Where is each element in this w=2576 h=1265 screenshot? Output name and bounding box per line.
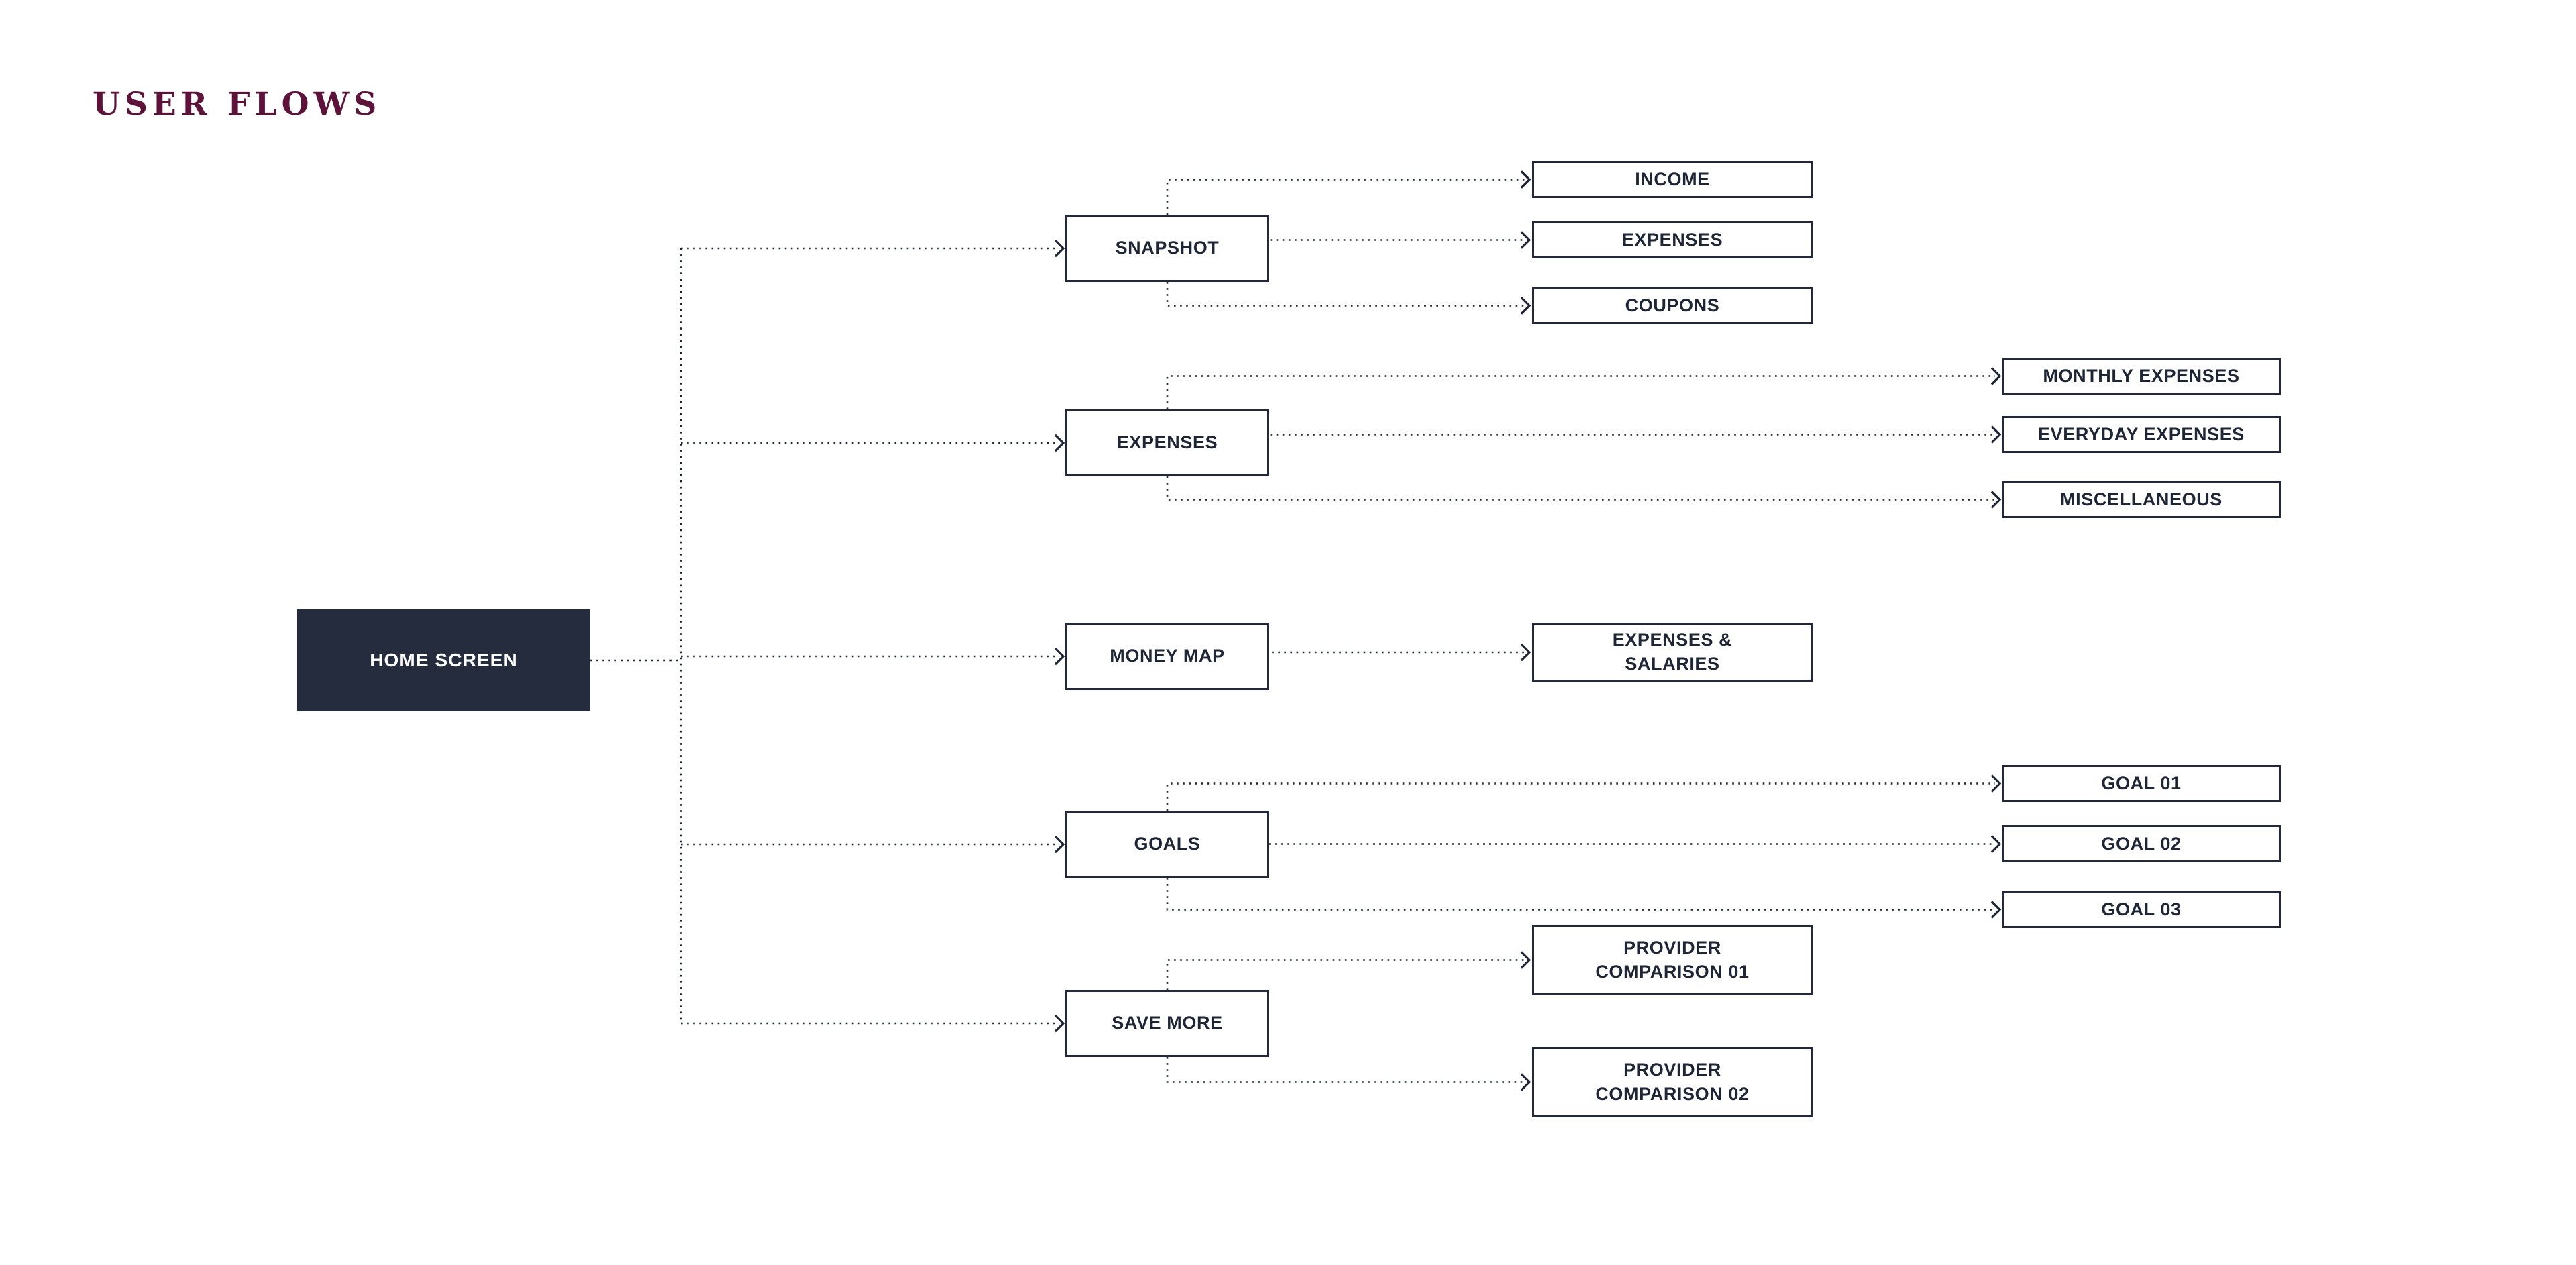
edge-snapshot-to-income xyxy=(1166,179,1525,215)
page-title: USER FLOWS xyxy=(93,86,382,123)
arrowhead-income xyxy=(1520,170,1532,189)
node-monthly-expenses[interactable]: MONTHLY EXPENSES xyxy=(2002,358,2281,395)
node-snapshot[interactable]: SNAPSHOT xyxy=(1065,215,1269,282)
arrowhead-miscellaneous xyxy=(1990,491,2002,509)
node-miscellaneous[interactable]: MISCELLANEOUS xyxy=(2002,481,2281,518)
arrowhead-coupons xyxy=(1520,297,1532,315)
node-goal-01[interactable]: GOAL 01 xyxy=(2002,765,2281,802)
node-save-more[interactable]: SAVE MORE xyxy=(1065,990,1269,1057)
node-goal-02[interactable]: GOAL 02 xyxy=(2002,825,2281,862)
node-expenses-sub[interactable]: EXPENSES xyxy=(1532,221,1813,258)
arrowhead-expenses-salaries xyxy=(1520,643,1532,662)
node-income[interactable]: INCOME xyxy=(1532,161,1813,198)
node-expenses-salaries[interactable]: EXPENSES &SALARIES xyxy=(1532,623,1813,682)
node-label: GOAL 01 xyxy=(2101,772,2182,793)
node-label: GOALS xyxy=(1134,833,1201,854)
node-label: GOAL 03 xyxy=(2101,899,2182,919)
arrowhead-provider-comparison-01 xyxy=(1520,951,1532,969)
arrowhead-save-more xyxy=(1054,1014,1065,1033)
edge-expenses-to-monthly-expenses xyxy=(1166,375,1995,409)
node-label: HOME SCREEN xyxy=(370,649,518,670)
node-label: EXPENSES xyxy=(1116,432,1218,453)
arrowhead-goals xyxy=(1054,835,1065,854)
node-label: MONEY MAP xyxy=(1110,646,1225,666)
node-everyday-expenses[interactable]: EVERYDAY EXPENSES xyxy=(2002,416,2281,453)
node-label: SNAPSHOT xyxy=(1115,238,1220,258)
node-label: GOAL 02 xyxy=(2101,833,2182,854)
node-label: COUPONS xyxy=(1625,295,1720,315)
node-label: EVERYDAY EXPENSES xyxy=(2038,423,2245,444)
arrowhead-provider-comparison-02 xyxy=(1520,1073,1532,1091)
node-goals[interactable]: GOALS xyxy=(1065,811,1269,878)
node-money-map[interactable]: MONEY MAP xyxy=(1065,623,1269,690)
node-home-screen[interactable]: HOME SCREEN xyxy=(297,609,590,711)
arrowhead-goal-01 xyxy=(1990,774,2002,793)
arrowhead-monthly-expenses xyxy=(1990,367,2002,385)
edge-goals-to-goal-01 xyxy=(1166,782,1995,811)
edge-snapshot-to-coupons xyxy=(1166,282,1525,307)
arrowhead-expenses xyxy=(1054,434,1065,452)
node-coupons[interactable]: COUPONS xyxy=(1532,287,1813,324)
edge-goals-to-goal-03 xyxy=(1166,878,1995,911)
arrowhead-everyday-expenses xyxy=(1990,425,2002,444)
node-expenses[interactable]: EXPENSES xyxy=(1065,409,1269,476)
arrowhead-snapshot xyxy=(1054,239,1065,258)
edge-save-more-to-provider-comparison-02 xyxy=(1166,1057,1525,1083)
node-label: EXPENSES &SALARIES xyxy=(1612,629,1733,674)
node-label: SAVE MORE xyxy=(1112,1013,1223,1033)
arrowhead-expenses-sub xyxy=(1520,231,1532,249)
arrowhead-goal-03 xyxy=(1990,901,2002,919)
arrowhead-goal-02 xyxy=(1990,835,2002,853)
node-label: EXPENSES xyxy=(1621,229,1723,250)
node-label: MONTHLY EXPENSES xyxy=(2043,365,2240,386)
edge-save-more-to-provider-comparison-01 xyxy=(1166,959,1525,990)
edge-expenses-to-everyday-expenses xyxy=(1166,409,1995,436)
node-label: INCOME xyxy=(1635,168,1710,189)
edge-expenses-to-miscellaneous xyxy=(1166,476,1995,501)
arrowhead-money-map xyxy=(1054,647,1065,666)
node-goal-03[interactable]: GOAL 03 xyxy=(2002,891,2281,928)
node-label: MISCELLANEOUS xyxy=(2060,489,2222,509)
